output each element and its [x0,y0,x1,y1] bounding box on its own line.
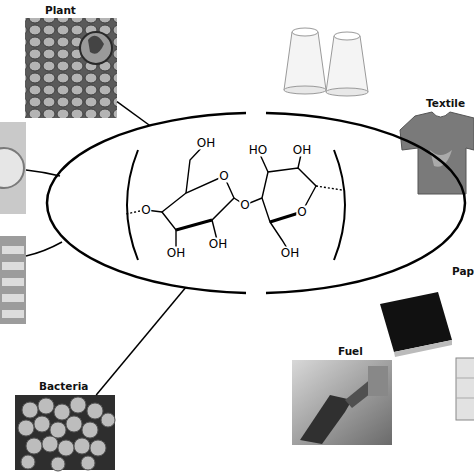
atom-label: O [218,170,229,183]
leader-line [26,242,62,256]
tshirt-photo [400,112,474,194]
yarn-spools [284,28,368,96]
textile-use: Textile [398,112,474,194]
tshirt-print [430,150,452,167]
algae-photo [0,236,26,324]
plant-source: Plant [25,18,117,118]
plant-photo [25,18,117,118]
book-photo [380,292,452,357]
fuel-photo [292,360,392,445]
source-label: Plant [45,4,76,16]
ellipse-outline [47,113,465,293]
atom-label: OH [280,247,300,260]
cellulose-ellipse: OHOOOHOHOHOOHOOH [47,113,465,293]
bacteria-photo [15,395,115,471]
source-label: Bacteria [39,380,88,392]
leader-line [26,170,60,176]
ellipse-arc [47,113,246,293]
atom-label: O [140,204,151,217]
paper-use: Pap [378,280,474,425]
source-label: Textile [426,97,465,109]
atom-label: OH [292,144,312,157]
connector-line [96,288,185,395]
connector-line [117,102,150,126]
dish-photo [0,122,26,214]
ellipse-arc [266,113,465,293]
atom-label: HO [248,144,268,157]
atom-label: OH [208,238,228,251]
cellulose-structure [126,143,345,260]
bacteria-source: Bacteria [15,395,115,470]
atom-label: OH [196,137,216,150]
atom-label: O [296,206,307,219]
fuel-use: Fuel [292,360,392,445]
atom-label: O [239,199,250,212]
source-label: Pap [452,265,474,277]
atom-label: OH [166,247,186,260]
cube-photo [456,358,474,420]
source-label: Fuel [338,345,363,357]
